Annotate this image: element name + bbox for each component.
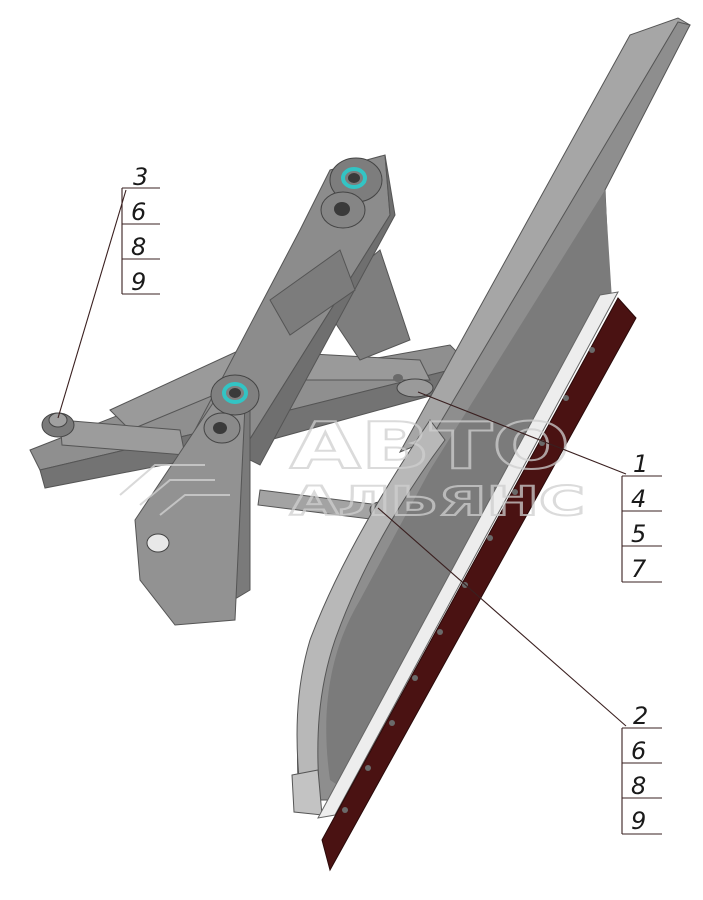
callout-number: 3	[133, 163, 148, 191]
mount-hole-bottom	[146, 533, 170, 553]
callout-frame	[621, 475, 662, 583]
upper-hole	[348, 173, 360, 183]
bolt	[342, 807, 348, 813]
blade	[291, 17, 691, 872]
pivot-bolt-head	[48, 412, 68, 428]
lower-upper-hole	[334, 202, 350, 216]
callout-group-1: 1 4 5 7	[621, 450, 662, 583]
callout-number: 2	[633, 702, 648, 730]
mount-plate-assembly	[134, 374, 260, 626]
leader-group-2	[377, 507, 627, 727]
bolt	[365, 765, 371, 771]
callout-number: 8	[631, 772, 646, 800]
watermark-logo-stripes	[119, 464, 230, 516]
callout-frame	[621, 727, 662, 835]
upper-bushing-ring	[341, 167, 367, 189]
callout-number: 5	[631, 520, 646, 548]
callout-number: 8	[131, 233, 146, 261]
lift-arm-bracket	[269, 249, 356, 336]
bolt	[589, 347, 595, 353]
callout-number: 1	[633, 450, 648, 478]
callout-number: 6	[131, 198, 146, 226]
watermark-line1: АВТО	[290, 410, 570, 484]
bolt-strip	[317, 291, 619, 819]
cutting-edge	[321, 297, 637, 872]
watermark-line2: АЛЬЯНС	[290, 479, 585, 525]
mount-hole-top	[229, 388, 241, 398]
leader-lines	[57, 189, 627, 727]
mount-hole-mid	[213, 422, 227, 434]
blade-face-shade	[326, 190, 612, 790]
callout-number: 7	[631, 555, 647, 583]
bolt	[512, 489, 518, 495]
callout-number: 9	[131, 268, 146, 296]
mount-bushing-ring	[222, 382, 248, 404]
bolt	[437, 629, 443, 635]
callout-number: 4	[631, 485, 646, 513]
leader-group-1	[417, 391, 627, 475]
leader-group-3	[57, 189, 127, 419]
blade-pivot-bolt	[393, 374, 403, 382]
bolt	[487, 535, 493, 541]
watermark: АВТО АЛЬЯНС	[119, 409, 586, 526]
bolt	[563, 395, 569, 401]
callout-group-2: 2 6 8 9	[621, 702, 662, 835]
bolt	[412, 675, 418, 681]
callout-number: 6	[631, 737, 646, 765]
callout-group-3: 3 6 8 9	[121, 163, 160, 296]
blade-pivot	[396, 378, 434, 398]
bolt	[389, 720, 395, 726]
callout-frame	[121, 187, 160, 295]
blade-skid	[291, 769, 323, 816]
callout-number: 9	[631, 807, 646, 835]
